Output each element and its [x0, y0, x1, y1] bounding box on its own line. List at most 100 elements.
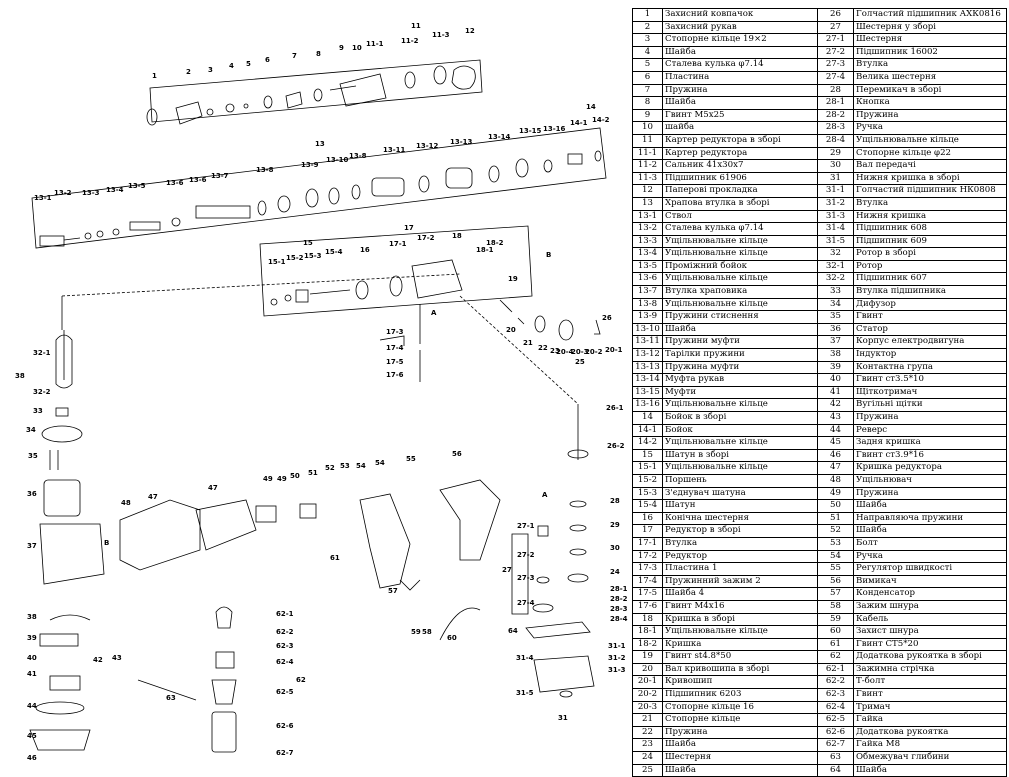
part-name-cell: Сталева кулька φ7.14 — [662, 58, 818, 72]
part-callout-label: 62-5 — [276, 688, 294, 696]
part-number-cell: 20 — [632, 662, 663, 677]
part-callout-label: 52 — [325, 464, 335, 472]
part-number-cell: 11-2 — [632, 159, 663, 173]
part-callout-label: 15-3 — [304, 252, 322, 260]
part-name-cell: Ручка — [853, 549, 1007, 564]
part-callout-label: 56 — [452, 450, 462, 458]
part-callout-label: 54 — [375, 459, 385, 467]
guide-line-left — [61, 273, 461, 297]
part-number-cell: 2 — [632, 20, 663, 35]
part-name-cell: Гайка — [853, 713, 1007, 727]
part-number-cell: 11-3 — [632, 171, 663, 186]
part-name-cell: Т-болт — [853, 675, 1007, 690]
part-name-cell: Пластина 1 — [662, 562, 818, 576]
part-callout-label: 28-4 — [610, 615, 628, 623]
part-number-cell: 64 — [817, 763, 854, 777]
part-name-cell: Стопорне кільце 16 — [662, 700, 818, 715]
part-callout-label: 15 — [303, 239, 313, 247]
part-callout-label: 13-8 — [256, 166, 274, 174]
part-callout-label: 11-2 — [401, 37, 419, 45]
part-number-cell: 17-6 — [632, 599, 663, 614]
part-callout-label: 25 — [575, 358, 585, 366]
part-name-cell: Обмежувач глибини — [853, 751, 1007, 765]
part-name-cell: Бойок в зборі — [662, 411, 818, 425]
part-callout-label: 11-3 — [432, 31, 450, 39]
part-callout-label: 28-2 — [610, 595, 628, 603]
part-number-cell: 5 — [632, 58, 663, 72]
part-name-cell: Голчастий підшипник НК0808 — [853, 184, 1007, 198]
part-name-cell: Пластина — [662, 70, 818, 85]
part-number-cell: 13-15 — [632, 385, 663, 400]
part-number-cell: 9 — [632, 108, 663, 123]
part-number-cell: 26 — [817, 8, 854, 22]
part-number-cell: 21 — [632, 713, 663, 727]
part-callout-label: 13-14 — [488, 133, 511, 141]
part-name-cell: Пружина муфти — [662, 360, 818, 375]
part-number-cell: 28-4 — [817, 133, 854, 148]
part-name-cell: Тарілки пружини — [662, 348, 818, 362]
part-number-cell: 31-2 — [817, 196, 854, 211]
part-number-cell: 35 — [817, 310, 854, 324]
part-name-cell: Болт — [853, 536, 1007, 551]
part-name-cell: Муфта рукав — [662, 373, 818, 387]
part-number-cell: 13-12 — [632, 348, 663, 362]
part-callout-label: 32-1 — [33, 349, 51, 357]
part-number-cell: 20-2 — [632, 688, 663, 702]
part-number-cell: 13-11 — [632, 335, 663, 350]
part-name-cell: Поршень — [662, 473, 818, 488]
part-callout-label: 31 — [558, 714, 568, 722]
part-name-cell: Картер редуктора в зборі — [662, 133, 818, 148]
part-number-cell: 46 — [817, 448, 854, 463]
part-callout-label: 11 — [411, 22, 421, 30]
part-callout-label: 38 — [15, 372, 25, 380]
part-callout-label: 31-5 — [516, 689, 534, 697]
part-name-cell: Нижня кришка — [853, 209, 1007, 224]
part-name-cell: Кришка редуктора — [853, 461, 1007, 475]
part-name-cell: Пружина — [853, 486, 1007, 501]
part-name-cell: Перемикач в зборі — [853, 83, 1007, 98]
part-name-cell: Підшипник 6203 — [662, 688, 818, 702]
part-number-cell: 34 — [817, 297, 854, 312]
part-number-cell: 13 — [632, 196, 663, 211]
part-number-cell: 13-14 — [632, 373, 663, 387]
part-name-cell: Шатун в зборі — [662, 448, 818, 463]
part-name-cell: Щіткотримач — [853, 385, 1007, 400]
part-callout-label: 13-2 — [54, 189, 72, 197]
part-number-cell: 19 — [632, 650, 663, 664]
part-name-cell: Муфти — [662, 385, 818, 400]
part-callout-label: 26-1 — [606, 404, 624, 412]
part-number-cell: 58 — [817, 599, 854, 614]
part-name-cell: Корпус електродвигуна — [853, 335, 1007, 350]
part-number-cell: 31-3 — [817, 209, 854, 224]
part-name-cell: Пружина — [853, 411, 1007, 425]
part-name-cell: Гвинт — [853, 688, 1007, 702]
part-name-cell: Бойок — [662, 423, 818, 438]
part-name-cell: Ущільнювальне кільце — [662, 297, 818, 312]
part-callout-label: 10 — [352, 44, 362, 52]
part-number-cell: 30 — [817, 159, 854, 173]
part-number-cell: 43 — [817, 411, 854, 425]
part-name-cell: Ручка — [853, 121, 1007, 135]
